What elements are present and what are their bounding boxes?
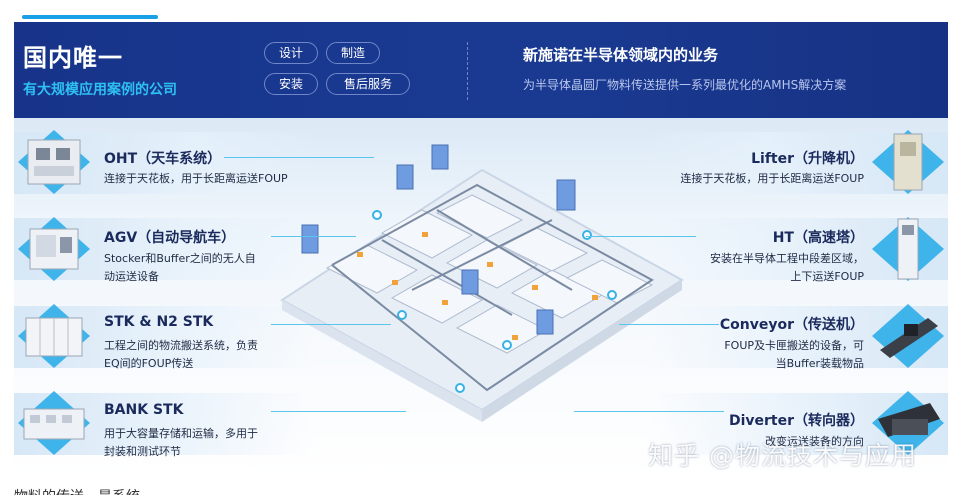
oht-equipment-image — [18, 130, 90, 194]
agv-title: AGV（自动导航车） — [104, 230, 236, 246]
lifter-desc: 连接于天花板，用于长距离运送FOUP — [680, 172, 864, 185]
banner-description: 为半导体晶圆厂物料传送提供一系列最优化的AMHS解决方案 — [523, 78, 847, 92]
agv-desc: Stocker和Buffer之间的无人自动运送设备 — [104, 252, 256, 283]
banner-title: 国内唯一 — [23, 44, 123, 72]
banner-headline: 新施诺在半导体领域内的业务 — [523, 46, 719, 64]
pill-after-sales: 售后服务 — [326, 73, 410, 95]
lifter-title: Lifter（升降机） — [751, 151, 864, 167]
bottom-caption: 物料的传送，是系统 — [14, 486, 140, 495]
stocker-image — [18, 304, 90, 368]
watermark: 知乎 @物流技术与应用 — [648, 441, 917, 470]
stk-title: STK & N2 STK — [104, 314, 214, 330]
pill-design: 设计 — [264, 42, 318, 64]
banner-divider — [467, 42, 468, 100]
fab-layout-illustration — [280, 144, 684, 422]
bank-stocker-image — [18, 391, 90, 455]
oht-title: OHT（天车系统） — [104, 151, 222, 167]
bank-stk-title: BANK STK — [104, 402, 184, 418]
product-stage: OHT（天车系统） 连接于天花板，用于长距离运送FOUP AGV（自动导航车） … — [14, 118, 948, 480]
agv-vehicle-image — [18, 217, 90, 281]
header-banner: 国内唯一 有大规模应用案例的公司 设计 制造 安装 售后服务 新施诺在半导体领域… — [14, 22, 948, 118]
pill-manufacture: 制造 — [326, 42, 380, 64]
high-speed-tower-image — [872, 217, 944, 281]
conveyor-desc: FOUP及卡匣搬送的设备，可当Buffer装载物品 — [724, 339, 864, 370]
diverter-image — [872, 391, 944, 455]
oht-desc: 连接于天花板，用于长距离运送FOUP — [104, 172, 288, 185]
top-accent-bar — [22, 15, 158, 19]
diverter-title: Diverter（转向器） — [728, 413, 864, 429]
banner-subtitle: 有大规模应用案例的公司 — [23, 82, 177, 98]
conveyor-image — [872, 304, 944, 368]
ht-desc: 安装在半导体工程中段差区域，上下运送FOUP — [710, 252, 864, 283]
diverter-desc: 改变运送装备的方向 — [765, 435, 864, 448]
bank-stk-desc: 用于大容量存储和运输，多用于封装和测试环节 — [104, 427, 258, 458]
pill-install: 安装 — [264, 73, 318, 95]
conveyor-title: Conveyor（传送机） — [719, 317, 864, 333]
ht-title: HT（高速塔） — [772, 230, 864, 246]
lifter-image — [872, 130, 944, 194]
